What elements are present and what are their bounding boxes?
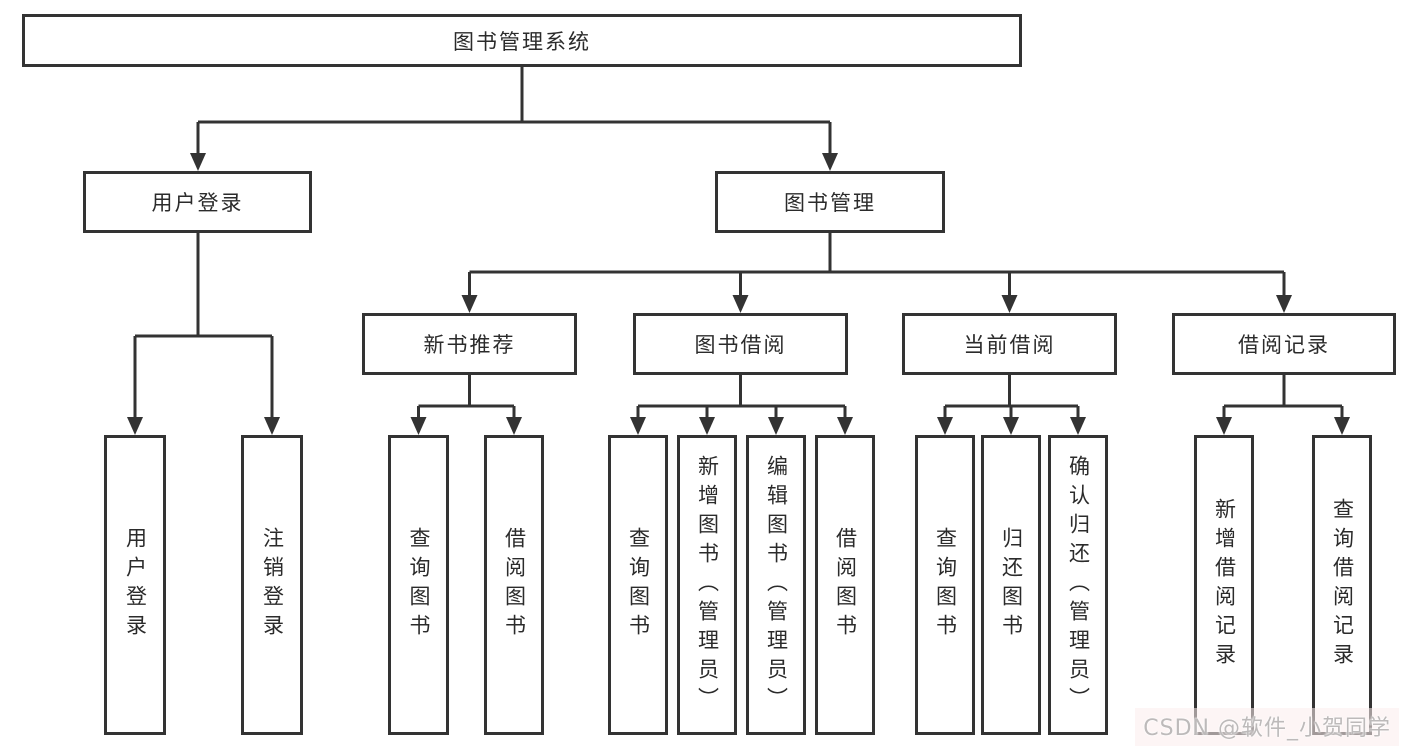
leaf-records-add-record: 新增借阅记录	[1194, 435, 1254, 735]
arrowhead	[822, 153, 838, 171]
leaf-label: 编辑图书（管理员）	[764, 454, 789, 716]
arrowhead	[937, 417, 953, 435]
arrowhead	[1003, 417, 1019, 435]
connector-root-to-level2	[196, 67, 832, 154]
arrowhead	[410, 417, 427, 435]
leaf-current-confirm-return-admin: 确认归还（管理员）	[1048, 435, 1108, 735]
connector-new-book	[417, 375, 516, 418]
arrowhead	[1334, 417, 1350, 435]
arrowhead	[190, 153, 206, 171]
leaf-label: 查询图书	[933, 527, 958, 643]
leaf-borrow-add-books-admin: 新增图书（管理员）	[677, 435, 737, 735]
connector-current-borrow	[943, 375, 1080, 418]
node-book-management: 图书管理	[715, 171, 945, 233]
node-label: 新书推荐	[423, 333, 516, 357]
leaf-label: 新增图书（管理员）	[695, 454, 720, 716]
arrowhead	[461, 295, 478, 313]
arrowhead	[837, 417, 853, 435]
node-label: 用户登录	[151, 191, 244, 215]
leaf-borrow-query-books: 查询图书	[608, 435, 668, 735]
node-label: 借阅记录	[1238, 333, 1330, 357]
leaf-recommend-borrow-books: 借阅图书	[484, 435, 544, 735]
leaf-current-query-books: 查询图书	[915, 435, 975, 735]
leaf-label: 查询图书	[407, 527, 431, 643]
arrowhead	[1001, 295, 1018, 313]
connector-user-login	[133, 233, 274, 418]
arrowhead	[630, 417, 646, 435]
node-root-system: 图书管理系统	[22, 14, 1022, 67]
leaf-label: 用户登录	[123, 527, 148, 643]
arrowhead	[506, 417, 522, 435]
arrowhead	[127, 417, 143, 435]
node-label: 当前借阅	[963, 333, 1056, 357]
leaf-label: 归还图书	[999, 527, 1024, 643]
connector-book-borrow	[636, 375, 847, 418]
arrowhead	[1276, 295, 1292, 313]
arrowhead	[699, 417, 715, 435]
leaf-label: 借阅图书	[833, 527, 858, 643]
node-borrow-records: 借阅记录	[1172, 313, 1396, 375]
leaf-label: 查询图书	[626, 527, 651, 643]
node-book-borrow: 图书借阅	[633, 313, 848, 375]
node-label: 图书管理系统	[453, 29, 591, 54]
arrowhead	[1216, 417, 1232, 435]
leaf-label: 借阅图书	[502, 527, 527, 643]
connector-borrow-records	[1222, 375, 1344, 418]
leaf-records-query-record: 查询借阅记录	[1312, 435, 1372, 735]
leaf-current-return-books: 归还图书	[981, 435, 1041, 735]
node-current-borrow: 当前借阅	[902, 313, 1117, 375]
arrowhead	[1070, 417, 1086, 435]
leaf-label: 注销登录	[260, 527, 285, 643]
leaf-logout: 注销登录	[241, 435, 303, 735]
leaf-label: 查询借阅记录	[1330, 498, 1355, 672]
leaf-user-login: 用户登录	[104, 435, 166, 735]
leaf-borrow-borrow-books: 借阅图书	[815, 435, 875, 735]
node-new-book-recommend: 新书推荐	[362, 313, 577, 375]
leaf-label: 确认归还（管理员）	[1066, 454, 1091, 716]
arrowhead	[768, 417, 784, 435]
leaf-borrow-edit-books-admin: 编辑图书（管理员）	[746, 435, 806, 735]
connector-book-mgmt	[468, 233, 1286, 296]
leaf-recommend-query-books: 查询图书	[388, 435, 449, 735]
arrowhead	[264, 417, 280, 435]
node-label: 图书管理	[784, 191, 876, 215]
csdn-watermark: CSDN @软件_小贺同学	[1135, 708, 1399, 746]
arrowhead	[732, 295, 749, 313]
node-user-login: 用户登录	[83, 171, 312, 233]
node-label: 图书借阅	[694, 333, 787, 357]
leaf-label: 新增借阅记录	[1212, 498, 1237, 672]
